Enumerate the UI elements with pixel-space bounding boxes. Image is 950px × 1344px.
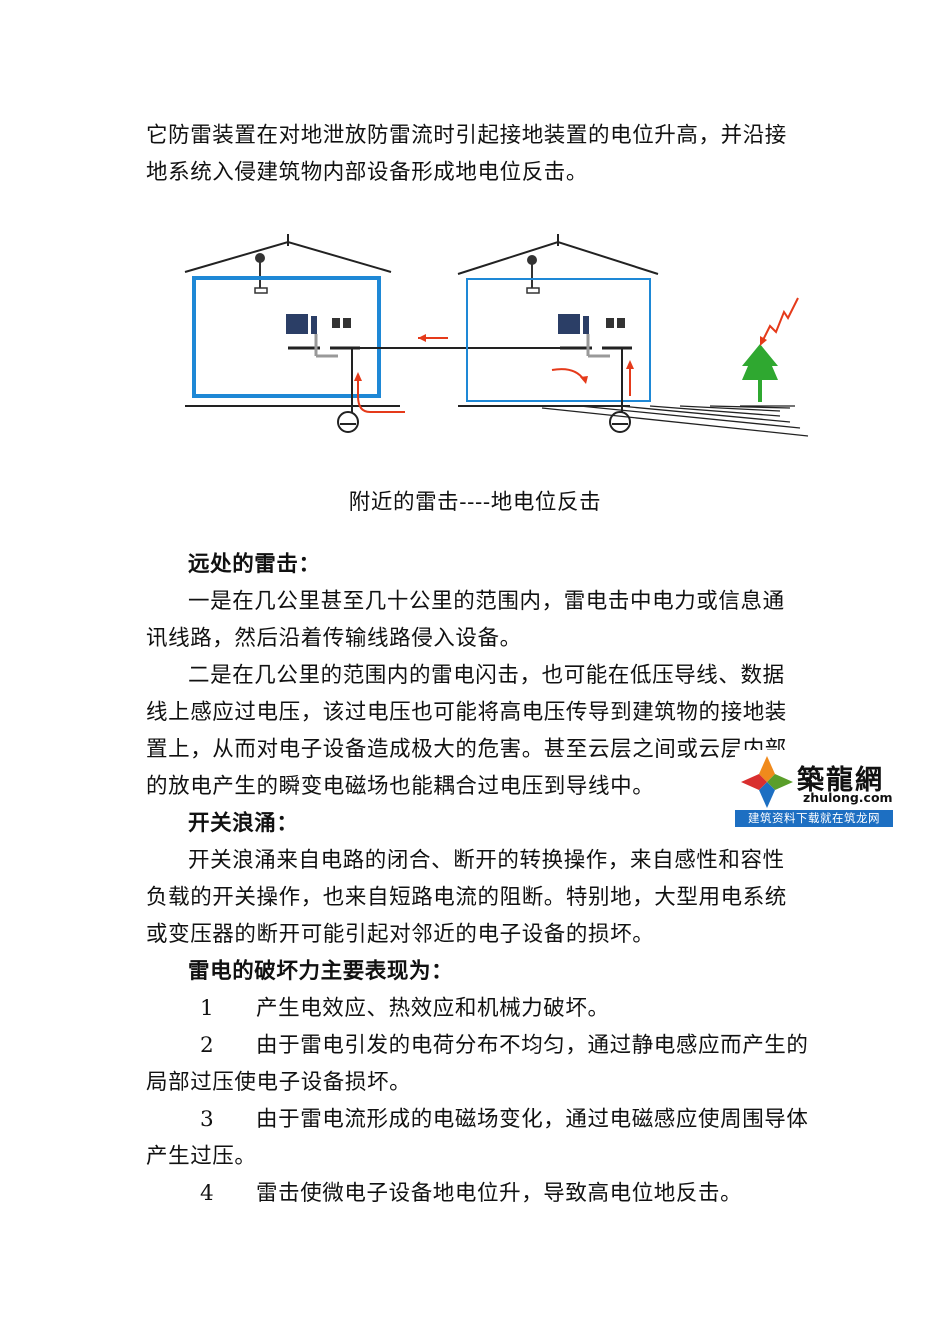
s1-p2-line-3: 置上，从而对电子设备造成极大的危害。甚至云层之间或云层内部 — [146, 737, 787, 762]
arrow-up-left-icon — [354, 372, 405, 413]
diagram-caption: 附近的雷击----地电位反击 — [348, 490, 602, 515]
curved-arrow-icon — [551, 368, 588, 384]
heading-distant-lightning: 远处的雷击： — [188, 552, 321, 577]
heading-lightning-damage: 雷电的破坏力主要表现为： — [188, 959, 454, 984]
list-item-number: 3 — [200, 1107, 215, 1132]
left-air-terminal-icon — [254, 253, 268, 294]
intro-line-2: 地系统入侵建筑物内部设备形成地电位反击。 — [146, 160, 589, 185]
s1-p2-line-1: 二是在几公里的范围内的雷电闪击，也可能在低压导线、数据 — [188, 663, 785, 688]
list-item: 1 产生电效应、热效应和机械力破坏。 — [200, 994, 610, 1024]
s1-p2-line-4: 的放电产生的瞬变电磁场也能耦合过电压到导线中。 — [146, 774, 655, 799]
s2-line-2: 负载的开关操作，也来自短路电流的阻断。特别地，大型用电系统 — [146, 885, 787, 910]
list-item-number: 4 — [200, 1181, 215, 1206]
ground-potential-counterattack-diagram — [184, 234, 809, 437]
watermark-domain: zhulong.com — [803, 790, 893, 805]
right-equipment-icon — [558, 314, 632, 358]
watermark-slogan: 建筑资料下载就在筑龙网 — [735, 810, 893, 827]
right-building — [466, 278, 651, 402]
zhulong-watermark-logo: 築龍網 zhulong.com 建筑资料下载就在筑龙网 — [735, 750, 893, 828]
list-item-text: 由于雷电引发的电荷分布不均匀，通过静电感应而产生的 — [256, 1033, 809, 1058]
list-item: 4 雷击使微电子设备地电位升，导致高电位地反击。 — [200, 1179, 742, 1209]
left-grounding-electrode — [337, 411, 359, 433]
left-equipment-icon — [286, 314, 360, 358]
list-item-text: 产生电效应、热效应和机械力破坏。 — [256, 996, 610, 1021]
list-item: 3 由于雷电流形成的电磁场变化，通过电磁感应使周围导体 — [200, 1105, 809, 1135]
tree-icon — [742, 344, 778, 402]
s2-line-1: 开关浪涌来自电路的闭合、断开的转换操作，来自感性和容性 — [188, 848, 785, 873]
list-item-text: 雷击使微电子设备地电位升，导致高电位地反击。 — [256, 1181, 743, 1206]
list-item-number: 1 — [200, 996, 215, 1021]
ground-hatching — [541, 405, 809, 437]
right-air-terminal-icon — [526, 255, 540, 294]
arrow-to-left-icon — [418, 334, 448, 342]
zhulong-logo-icon — [741, 756, 793, 808]
right-building-roof — [457, 240, 659, 275]
intro-line-1: 它防雷装置在对地泄放防雷流时引起接地装置的电位升高，并沿接 — [146, 123, 787, 148]
list-item-continuation: 产生过压。 — [146, 1144, 257, 1169]
s1-p2-line-2: 线上感应过电压，该过电压也可能将高电压传导到建筑物的接地装 — [146, 700, 787, 725]
s1-p1-line-2: 讯线路，然后沿着传输线路侵入设备。 — [146, 626, 522, 651]
left-building — [192, 276, 381, 398]
list-item-continuation: 局部过压使电子设备损坏。 — [146, 1070, 412, 1095]
left-building-roof — [184, 240, 392, 273]
s1-p1-line-1: 一是在几公里甚至几十公里的范围内，雷电击中电力或信息通 — [188, 589, 785, 614]
list-item-text: 由于雷电流形成的电磁场变化，通过电磁感应使周围导体 — [256, 1107, 809, 1132]
list-item: 2 由于雷电引发的电荷分布不均匀，通过静电感应而产生的 — [200, 1031, 809, 1061]
watermark-name: 築龍網 — [797, 765, 884, 796]
arrow-up-right-icon — [626, 360, 634, 396]
list-item-number: 2 — [200, 1033, 215, 1058]
s2-line-3: 或变压器的断开可能引起对邻近的电子设备的损坏。 — [146, 922, 655, 947]
lightning-bolt-icon — [760, 297, 799, 346]
heading-switching-surge: 开关浪涌： — [188, 811, 299, 836]
